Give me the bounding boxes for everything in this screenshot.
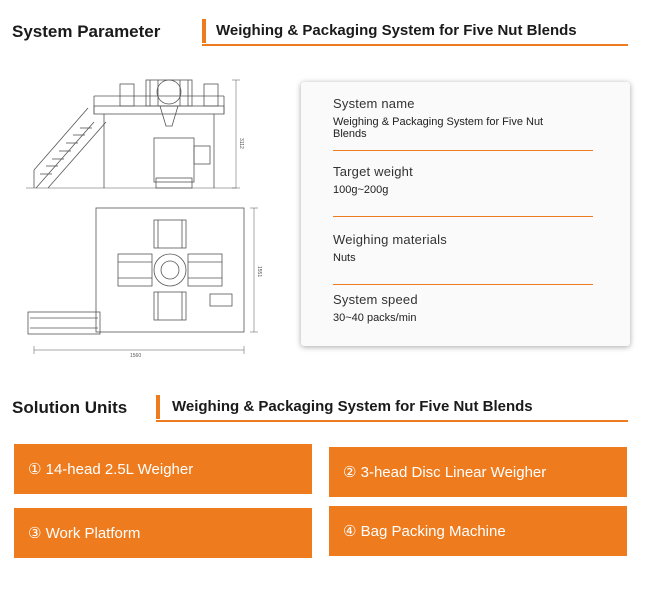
param-target-weight: Target weight 100g~200g [333,164,593,196]
param-value: Nuts [333,252,356,264]
param-system-name: System name Weighing & Packaging System … [333,96,593,140]
accent-bar [202,19,206,43]
solution-units-header: Solution Units Weighing & Packaging Syst… [12,392,628,422]
height-dimension: 3112 [238,138,244,149]
param-label: System speed [333,292,418,307]
unit-disc-linear-weigher[interactable]: ② 3-head Disc Linear Weigher [329,447,627,497]
param-label: Weighing materials [333,232,447,247]
unit-weigher-14-head[interactable]: ① 14-head 2.5L Weigher [14,444,312,494]
param-label: System name [333,96,415,111]
param-divider [333,150,593,151]
system-parameter-title: System Parameter [12,22,161,41]
accent-bar [156,395,160,419]
param-divider [333,216,593,217]
solution-units-title: Solution Units [12,398,128,417]
solution-units-subtitle: Weighing & Packaging System for Five Nut… [172,398,533,415]
header-underline [156,420,628,422]
param-value: 100g~200g [333,184,389,196]
param-weighing-materials: Weighing materials Nuts [333,232,593,264]
param-value: 30~40 packs/min [333,312,417,324]
side-elevation-view [26,79,240,189]
system-parameter-header: System Parameter Weighing & Packaging Sy… [12,16,628,46]
depth-dimension: 1551 [256,266,262,277]
param-label: Target weight [333,164,413,179]
param-system-speed: System speed 30~40 packs/min [333,292,593,324]
machine-technical-drawing: 3112 1551 1560 [26,66,272,360]
width-dimension: 1560 [130,353,141,359]
unit-work-platform[interactable]: ③ Work Platform [14,508,312,558]
system-parameter-subtitle: Weighing & Packaging System for Five Nut… [216,22,577,39]
param-value: Weighing & Packaging System for Five Nut… [333,116,544,140]
unit-bag-packing-machine[interactable]: ④ Bag Packing Machine [329,506,627,556]
header-underline [202,44,628,46]
plan-view [27,207,258,354]
parameter-card: System name Weighing & Packaging System … [301,82,630,346]
param-divider [333,284,593,285]
